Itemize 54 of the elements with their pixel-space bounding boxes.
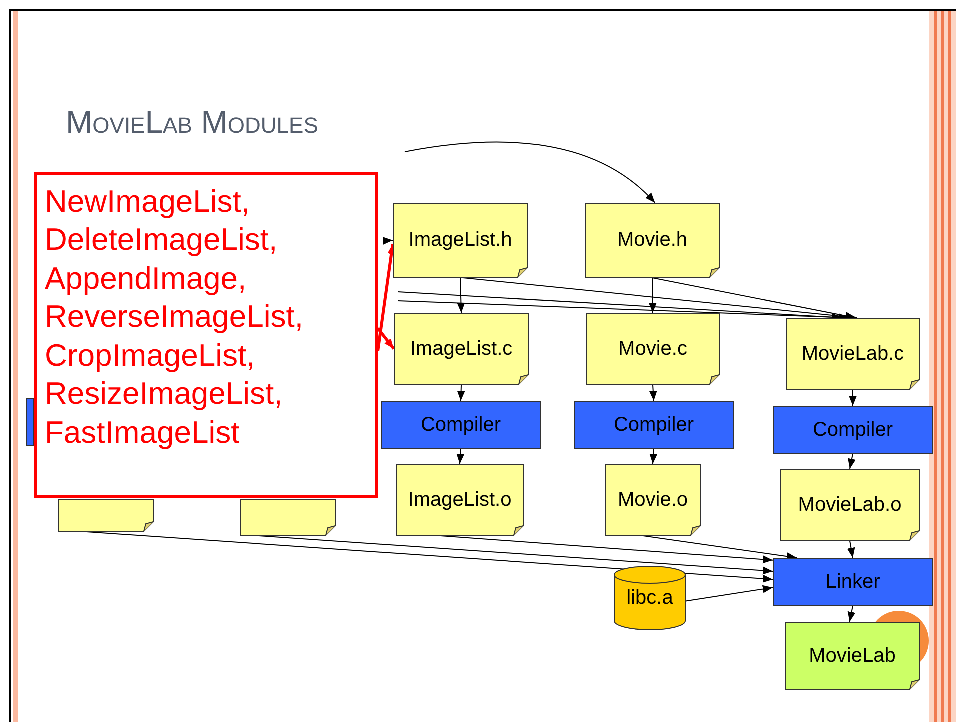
arrow [650,448,658,464]
node-label: libc.a [626,586,674,610]
file-note [396,464,524,536]
arrow [457,278,466,314]
file-note [585,203,720,278]
arrow [376,328,396,350]
arrow [849,390,857,406]
node-label: ImageList.c [410,336,513,362]
arrow [404,142,656,204]
file-note [586,313,720,385]
arrow [642,536,798,561]
callout-box [34,172,378,498]
file-note [393,203,528,278]
node-label: MovieLab.o [798,492,902,518]
process-box [773,406,933,454]
process-box [574,401,734,449]
arrow [86,532,774,583]
node-label: MovieLab [809,644,896,668]
arrow [457,384,466,402]
arrow [648,278,657,314]
arrow [652,278,856,320]
slide-title: MovieLab Modules [66,104,318,141]
file-note [394,313,529,385]
arrow [462,278,858,321]
file-note [605,464,701,536]
arrow [686,585,774,602]
node-label: ImageList.o [408,488,512,512]
file-note [780,469,920,541]
arrow [382,237,394,246]
node-label: ImageList.h [408,228,512,253]
file-note [58,499,154,532]
arrow [440,536,774,564]
process-box [26,398,34,446]
node-label: Linker [826,570,880,594]
arrow [258,536,774,575]
node-label: MovieLab.c [802,342,904,366]
arrow [848,606,856,622]
arrow [649,384,658,402]
node-label: Compiler [812,418,894,442]
file-note [240,499,336,536]
process-box [381,401,541,449]
node-label: Compiler [420,412,502,438]
node-label: Movie.o [618,488,688,512]
node-label: Compiler [614,412,694,438]
node-label: Movie.h [617,228,688,253]
program-note [785,622,920,690]
arrow [847,540,856,558]
file-note [786,318,920,390]
process-box [773,558,933,606]
arrow [848,454,856,470]
library-cylinder [614,566,686,630]
arrow [456,448,465,464]
function-list: NewImageList, DeleteImageList, AppendImage, ReverseImageList, CropImageList, ResizeImageList, FastImageList [45,183,367,452]
node-label: Movie.c [618,336,688,362]
